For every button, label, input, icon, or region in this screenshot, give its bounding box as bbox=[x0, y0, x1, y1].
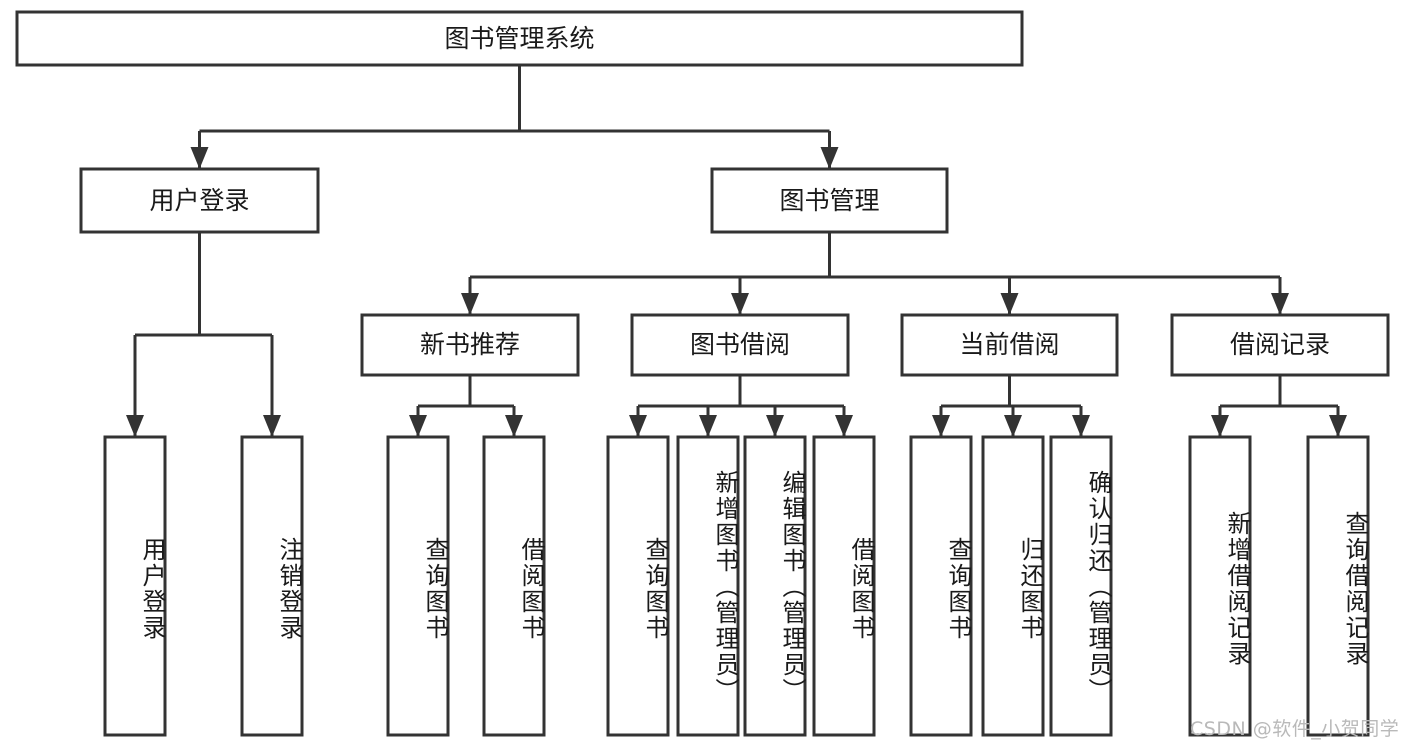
node-book-borrow[interactable] bbox=[630, 313, 850, 377]
arrow-head-leaf-add-book bbox=[699, 415, 717, 437]
node-borrow-record[interactable] bbox=[1170, 313, 1390, 377]
node-leaf-query-book-current[interactable] bbox=[909, 435, 973, 737]
arrow-head-leaf-borrow-book bbox=[835, 415, 853, 437]
node-leaf-user-login[interactable] bbox=[103, 435, 167, 737]
arrow-head-book-manage bbox=[820, 147, 839, 169]
node-book-manage[interactable] bbox=[710, 167, 949, 234]
arrow-head-leaf-query-book-rec bbox=[409, 415, 427, 437]
arrow-head-new-book-recommend bbox=[461, 293, 479, 315]
node-leaf-return-book[interactable] bbox=[981, 435, 1045, 737]
arrow-head-leaf-borrow-book-rec bbox=[505, 415, 523, 437]
node-leaf-query-borrow-record[interactable] bbox=[1306, 435, 1370, 737]
arrow-head-leaf-query-book-borrow bbox=[629, 415, 647, 437]
node-root-title[interactable] bbox=[15, 10, 1024, 67]
node-new-book-recommend[interactable] bbox=[360, 313, 580, 377]
arrow-head-leaf-confirm-return bbox=[1072, 415, 1090, 437]
arrow-head-current-borrow bbox=[1000, 293, 1019, 315]
arrow-head-leaf-query-book-current bbox=[932, 415, 950, 437]
arrow-head-leaf-add-borrow-record bbox=[1211, 415, 1229, 437]
arrow-head-user-login bbox=[190, 147, 209, 169]
node-leaf-borrow-book-rec[interactable] bbox=[482, 435, 546, 737]
arrow-head-leaf-edit-book bbox=[766, 415, 784, 437]
arrow-head-borrow-record bbox=[1271, 293, 1289, 315]
node-leaf-add-book[interactable] bbox=[676, 435, 740, 737]
arrow-head-leaf-return-book bbox=[1004, 415, 1022, 437]
node-current-borrow[interactable] bbox=[900, 313, 1119, 377]
arrow-head-leaf-user-login bbox=[126, 415, 144, 437]
node-leaf-query-book-rec[interactable] bbox=[386, 435, 450, 737]
node-user-login[interactable] bbox=[79, 167, 320, 234]
node-leaf-user-logout[interactable] bbox=[240, 435, 304, 737]
node-leaf-query-book-borrow[interactable] bbox=[606, 435, 670, 737]
node-leaf-confirm-return[interactable] bbox=[1049, 435, 1113, 737]
connectors-layer bbox=[126, 65, 1347, 437]
node-leaf-borrow-book[interactable] bbox=[812, 435, 876, 737]
node-leaf-edit-book[interactable] bbox=[743, 435, 807, 737]
arrow-head-book-borrow bbox=[731, 293, 749, 315]
boxes-layer bbox=[15, 10, 1390, 737]
watermark-text: CSDN @软件_小贺同学 bbox=[1190, 718, 1400, 740]
arrow-head-leaf-user-logout bbox=[263, 415, 281, 437]
arrow-head-leaf-query-borrow-record bbox=[1329, 415, 1347, 437]
node-leaf-add-borrow-record[interactable] bbox=[1188, 435, 1252, 737]
